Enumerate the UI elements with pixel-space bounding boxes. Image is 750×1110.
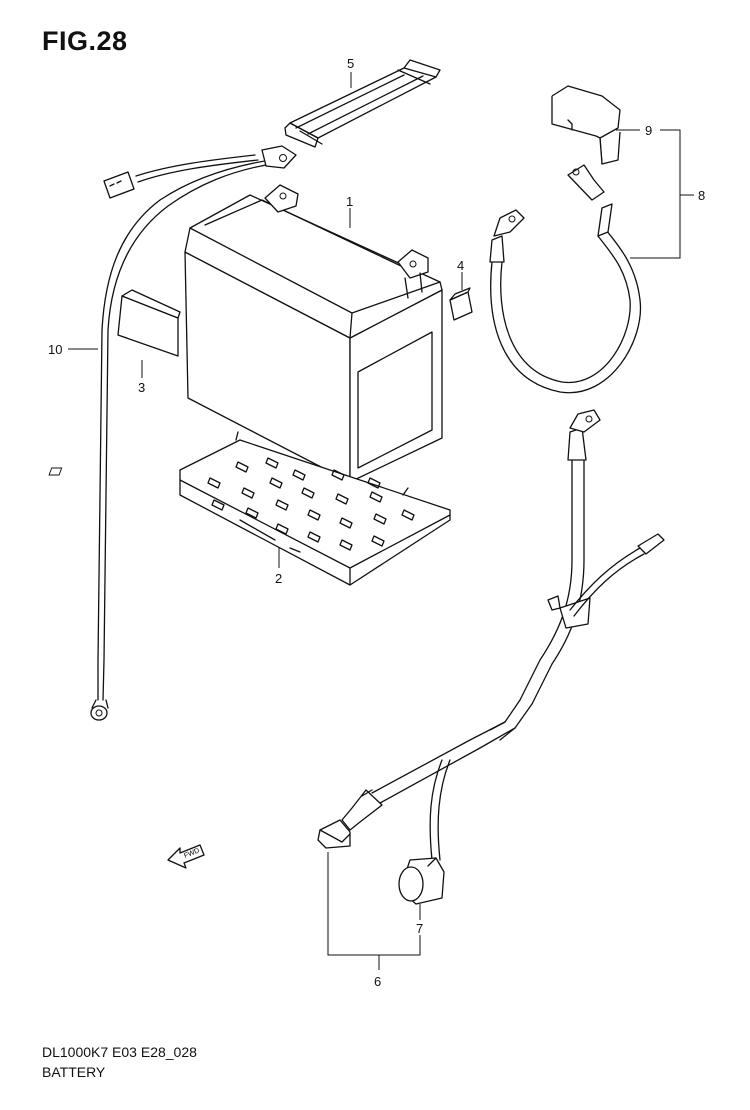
part-7-terminal-boot[interactable] [398,759,451,920]
callout-6: 6 [374,974,381,989]
part-9-terminal-cover[interactable] [551,85,621,165]
callout-8: 8 [698,188,705,203]
callout-7: 7 [416,921,423,936]
diagram-code: DL1000K7 E03 E28_028 [42,1044,197,1060]
part-4-small-pad[interactable] [449,287,473,321]
callout-2: 2 [275,571,282,586]
part-2-battery-tray[interactable] [48,431,451,586]
callout-3: 3 [138,380,145,395]
part-5-battery-band[interactable] [284,59,441,148]
part-1-battery[interactable] [184,184,443,483]
fwd-direction-arrow: FWD [167,844,205,869]
callout-10: 10 [48,342,62,357]
part-10-wire-lead[interactable] [90,145,297,721]
callout-4: 4 [457,258,464,273]
part-3-pad[interactable] [117,289,181,357]
part-6-starter-lead[interactable] [317,409,665,970]
callout-1: 1 [346,194,353,209]
callout-9: 9 [645,123,652,138]
diagram-name: BATTERY [42,1064,106,1080]
leader-lines [68,72,694,568]
callout-labels: 1 2 3 4 5 6 7 8 9 10 [48,56,705,989]
callout-5: 5 [347,56,354,71]
figure-title: FIG.28 [42,26,128,56]
part-8-battery-cable[interactable] [489,164,642,394]
